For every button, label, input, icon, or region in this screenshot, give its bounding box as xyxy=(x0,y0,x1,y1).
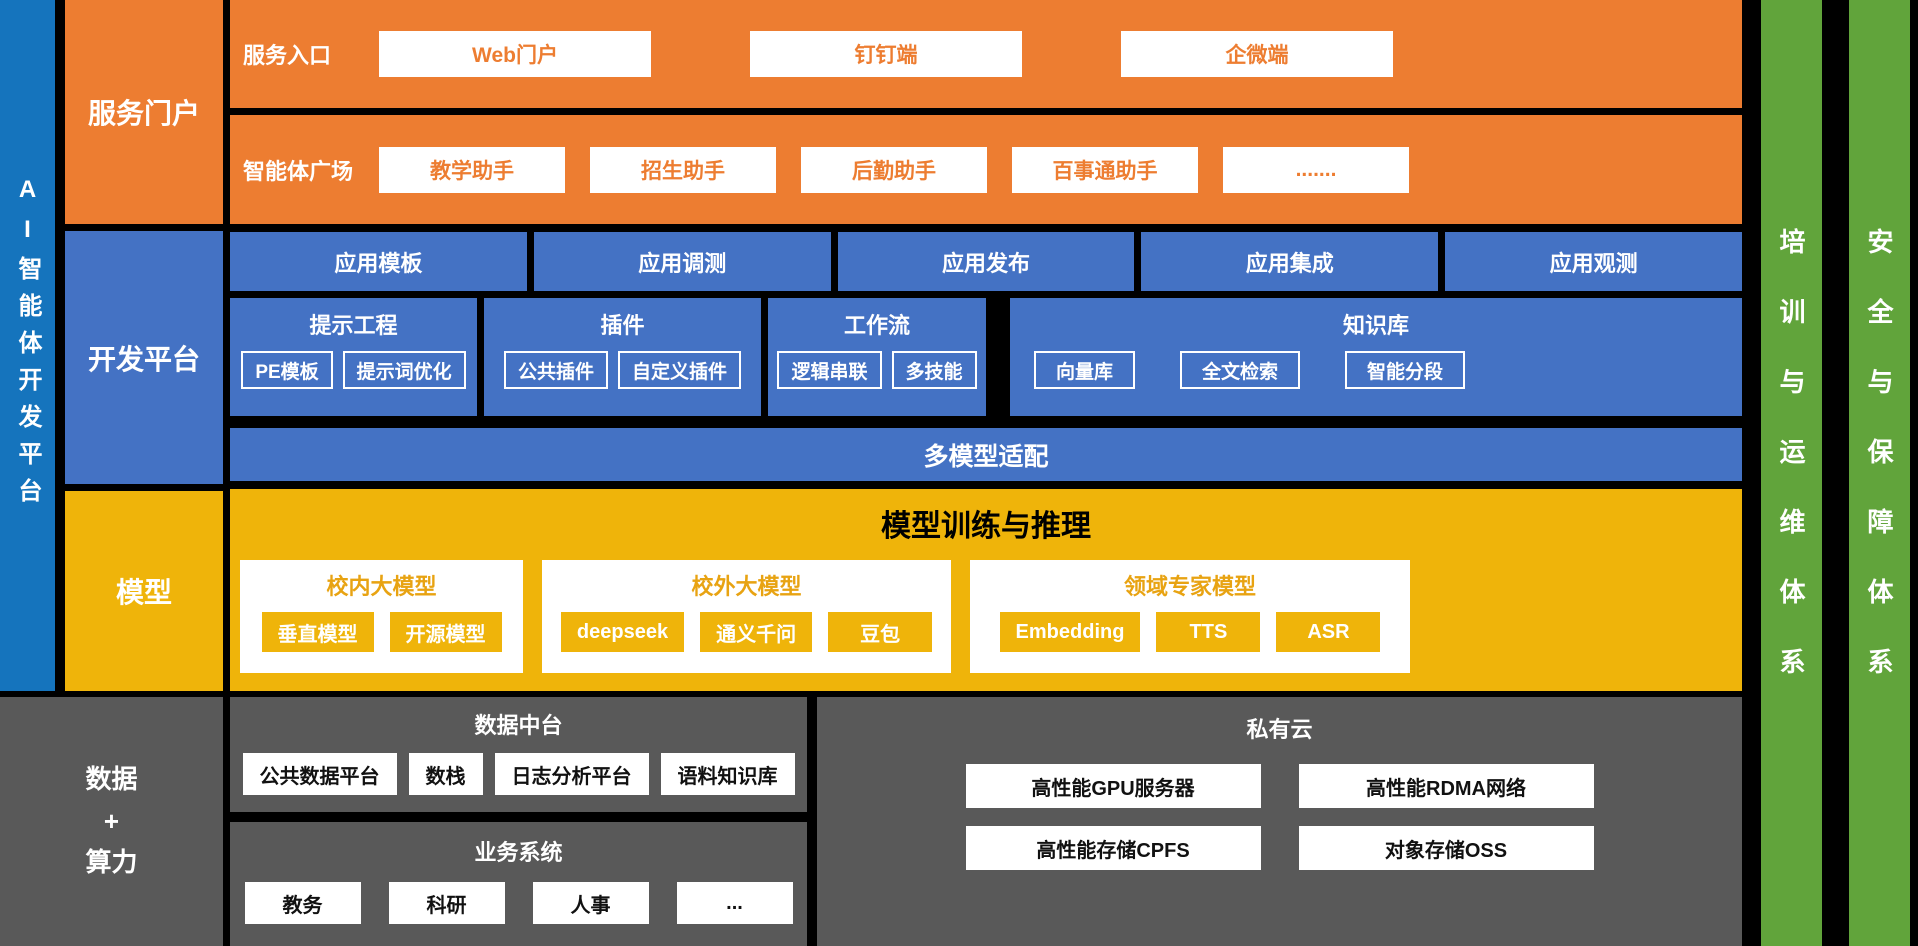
model-layer-title: 模型训练与推理 xyxy=(881,510,1091,543)
item-smart-chunking: 智能分段 xyxy=(1345,351,1466,389)
item-fulltext-search: 全文检索 xyxy=(1180,351,1301,389)
model-doubao: 豆包 xyxy=(828,612,933,652)
entry-item-wecom: 企微端 xyxy=(1121,31,1393,77)
item-public-data-platform: 公共数据平台 xyxy=(242,753,397,795)
card-title: 领域专家模型 xyxy=(1123,574,1256,599)
data-middle-platform-title: 数据中台 xyxy=(474,713,563,738)
item-prompt-optimize: 提示词优化 xyxy=(342,351,466,389)
item-vector-store: 向量库 xyxy=(1034,351,1136,389)
platform-title-bar: AI智能体开发平台 xyxy=(0,0,55,691)
business-systems-title: 业务系统 xyxy=(474,840,563,865)
service-entry-row: 服务入口 Web门户 钉钉端 企微端 xyxy=(230,0,1742,108)
model-asr: ASR xyxy=(1276,612,1381,652)
model-open-source: 开源模型 xyxy=(389,612,502,652)
data-middle-platform-box: 数据中台 公共数据平台 数栈 日志分析平台 语料知识库 xyxy=(230,697,807,812)
entry-item-web-portal: Web门户 xyxy=(379,31,651,77)
item-log-analysis-platform: 日志分析平台 xyxy=(494,753,649,795)
card-external-models: 校外大模型 deepseek 通义千问 豆包 xyxy=(542,560,951,673)
group-title: 工作流 xyxy=(843,313,910,338)
training-ops-label: 培训与运维体系 xyxy=(1776,228,1806,718)
plaza-item-admission: 招生助手 xyxy=(590,146,776,193)
plaza-item-know-all: 百事通助手 xyxy=(1012,146,1198,193)
item-gpu-server: 高性能GPU服务器 xyxy=(965,764,1261,808)
group-workflow: 工作流 逻辑串联 多技能 xyxy=(768,298,986,416)
section-label-dev-platform: 开发平台 xyxy=(65,231,223,484)
item-cpfs-storage: 高性能存储CPFS xyxy=(965,826,1261,870)
training-ops-pillar: 培训与运维体系 xyxy=(1761,0,1822,946)
item-pe-template: PE模板 xyxy=(241,351,333,389)
item-academic-affairs: 教务 xyxy=(244,882,361,924)
multi-model-adapter-bar: 多模型适配 xyxy=(230,428,1742,481)
security-assurance-pillar: 安全与保障体系 xyxy=(1849,0,1910,946)
group-plugins: 插件 公共插件 自定义插件 xyxy=(484,298,761,416)
group-title: 插件 xyxy=(600,313,645,338)
dev-feature-groups: 提示工程 PE模板 提示词优化 插件 公共插件 自定义插件 工作流 逻辑串联 多… xyxy=(230,298,1742,416)
platform-title: AI智能体开发平台 xyxy=(14,176,41,515)
capability-app-observe: 应用观测 xyxy=(1445,232,1742,291)
item-hr: 人事 xyxy=(532,882,649,924)
card-campus-models: 校内大模型 垂直模型 开源模型 xyxy=(240,560,523,673)
section-label-model: 模型 xyxy=(65,491,223,691)
agent-plaza-items: 教学助手 招生助手 后勤助手 百事通助手 ....... xyxy=(379,146,1409,193)
agent-plaza-row: 智能体广场 教学助手 招生助手 后勤助手 百事通助手 ....... xyxy=(230,115,1742,224)
section-label-data-compute: 数据 + 算力 xyxy=(0,697,223,946)
capability-app-publish: 应用发布 xyxy=(837,232,1135,291)
capability-app-debug: 应用调测 xyxy=(533,232,831,291)
model-tts: TTS xyxy=(1156,612,1261,652)
item-public-plugin: 公共插件 xyxy=(503,351,608,389)
business-systems-box: 业务系统 教务 科研 人事 ... xyxy=(230,822,807,946)
group-knowledge-base: 知识库 向量库 全文检索 智能分段 xyxy=(1010,298,1742,416)
item-research: 科研 xyxy=(388,882,505,924)
item-corpus-knowledge-base: 语料知识库 xyxy=(660,753,795,795)
card-title: 校外大模型 xyxy=(691,574,802,599)
service-entry-label: 服务入口 xyxy=(243,43,332,68)
item-custom-plugin: 自定义插件 xyxy=(618,351,742,389)
agent-plaza-label: 智能体广场 xyxy=(243,158,354,184)
item-data-stack: 数栈 xyxy=(408,753,483,795)
plaza-item-teaching: 教学助手 xyxy=(379,146,565,193)
private-cloud-title: 私有云 xyxy=(1246,717,1313,742)
item-multi-skill: 多技能 xyxy=(891,351,977,389)
service-entry-items: Web门户 钉钉端 企微端 xyxy=(379,31,1393,77)
model-vertical: 垂直模型 xyxy=(261,612,374,652)
security-assurance-label: 安全与保障体系 xyxy=(1864,228,1894,718)
capability-app-template: 应用模板 xyxy=(230,232,527,291)
capability-app-integrate: 应用集成 xyxy=(1141,232,1439,291)
dev-capability-row: 应用模板 应用调测 应用发布 应用集成 应用观测 xyxy=(230,232,1742,291)
entry-item-dingtalk: 钉钉端 xyxy=(750,31,1022,77)
section-label-service-portal: 服务门户 xyxy=(65,0,223,224)
item-logic-chain: 逻辑串联 xyxy=(777,351,882,389)
private-cloud-box: 私有云 高性能GPU服务器 高性能RDMA网络 高性能存储CPFS 对象存储OS… xyxy=(817,697,1742,946)
group-prompt-engineering: 提示工程 PE模板 提示词优化 xyxy=(230,298,477,416)
item-rdma-network: 高性能RDMA网络 xyxy=(1298,764,1594,808)
group-title: 知识库 xyxy=(1342,313,1409,338)
plaza-item-more: ....... xyxy=(1223,146,1409,193)
model-qwen: 通义千问 xyxy=(700,612,813,652)
model-deepseek: deepseek xyxy=(560,612,685,652)
model-layer-area: 模型训练与推理 校内大模型 垂直模型 开源模型 校外大模型 deepseek 通… xyxy=(230,489,1742,691)
group-title: 提示工程 xyxy=(309,313,398,338)
card-domain-expert-models: 领域专家模型 Embedding TTS ASR xyxy=(970,560,1410,673)
card-title: 校内大模型 xyxy=(326,574,437,599)
plaza-item-logistics: 后勤助手 xyxy=(801,146,987,193)
model-embedding: Embedding xyxy=(999,612,1141,652)
item-more-systems: ... xyxy=(676,882,793,924)
item-oss-storage: 对象存储OSS xyxy=(1298,826,1594,870)
